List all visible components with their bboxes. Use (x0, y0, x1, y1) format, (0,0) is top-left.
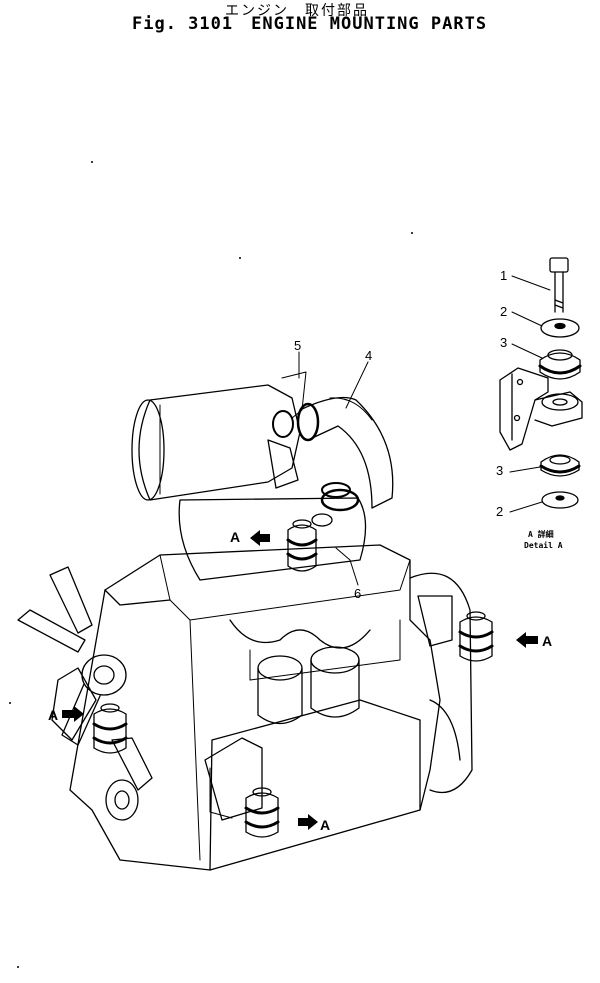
assembly-leader-lines (281, 351, 369, 586)
oil-filters (257, 646, 360, 725)
crank-pulley (105, 779, 139, 821)
hose-clamps (272, 410, 351, 498)
view-arrows (62, 530, 538, 830)
callout-labels: 1 2 3 3 2 4 5 6 A A A A A 詳細 Detail A (48, 268, 563, 833)
part-1-bolt (549, 257, 569, 313)
view-label-top: A (230, 529, 240, 545)
part-3-rubber-mount-lower (539, 454, 581, 477)
front-mount-bracket (204, 737, 263, 821)
detail-leader-lines (509, 275, 551, 513)
japanese-title: エンジン 取付部品 (225, 3, 369, 19)
part-2-washer-lower (541, 491, 579, 509)
part-2-washer-upper (540, 318, 580, 338)
detail-caption-jp: A 詳細 (528, 529, 554, 539)
view-label-front: A (320, 817, 330, 833)
callout-6: 6 (354, 586, 361, 601)
part-3-rubber-mount-upper (538, 349, 582, 380)
mount-front (244, 787, 280, 838)
figure-number: Fig. 3101 (132, 14, 234, 34)
scan-specks (9, 161, 413, 968)
detail-caption-en: Detail A (524, 540, 563, 550)
view-label-right: A (542, 633, 552, 649)
view-arrow-front (298, 814, 318, 830)
figure-title: Fig. 3101 ENGINE MOUNTING PARTS (132, 14, 505, 34)
mount-top (286, 519, 318, 572)
callout-2-lower: 2 (496, 504, 503, 519)
flywheel-housing (409, 572, 473, 794)
view-arrow-left (62, 706, 84, 722)
intake-hose (296, 396, 394, 527)
mount-right (458, 611, 494, 662)
mount-left (92, 703, 128, 754)
view-arrow-top (250, 530, 270, 546)
cooling-fan (17, 566, 153, 791)
view-arrow-right (516, 632, 538, 648)
view-label-left: A (48, 707, 58, 723)
callout-1: 1 (500, 268, 507, 283)
callout-3-lower: 3 (496, 463, 503, 478)
callout-2-upper: 2 (500, 304, 507, 319)
engine-block (69, 497, 441, 871)
callout-4: 4 (365, 348, 372, 363)
engine-bracket-detail (499, 367, 583, 451)
callout-5: 5 (294, 338, 301, 353)
english-title: ENGINE MOUNTING PARTS (251, 14, 488, 34)
callout-3-upper: 3 (500, 335, 507, 350)
air-cleaner (131, 384, 301, 501)
